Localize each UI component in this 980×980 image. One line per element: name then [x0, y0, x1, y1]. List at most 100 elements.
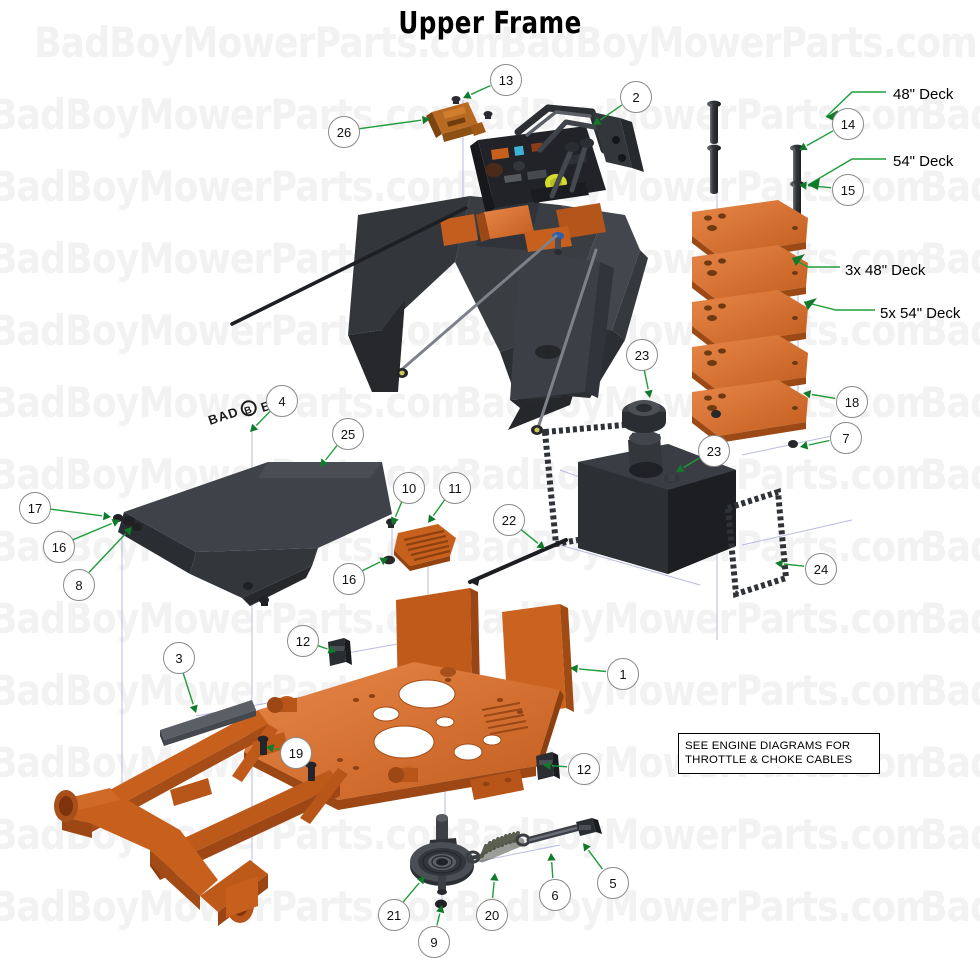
leader-line: [325, 445, 338, 461]
leader-arrowhead: [103, 511, 111, 521]
flat-bar-part3: [160, 700, 256, 746]
text-label-deck54: 54" Deck: [893, 153, 954, 170]
leader-arrowhead: [570, 664, 578, 673]
callout-bubble-25[interactable]: 25: [332, 418, 364, 450]
leader-line: [316, 644, 328, 650]
text-label-deck3x48: 3x 48" Deck: [845, 262, 926, 279]
callout-bubble-1[interactable]: 1: [607, 658, 639, 690]
leader-arrowhead: [428, 514, 436, 523]
grille-vent-assembly: [383, 518, 456, 571]
callout-bubble-16[interactable]: 16: [333, 563, 365, 595]
leader-arrowhead: [422, 115, 430, 125]
leader-arrowhead: [436, 905, 445, 914]
callout-bubble-15[interactable]: 15: [832, 174, 864, 206]
callout-bubble-11[interactable]: 11: [439, 472, 471, 504]
leader-arrowhead: [799, 181, 807, 190]
leader-lines: [49, 84, 836, 926]
leader-arrowhead: [543, 761, 551, 770]
leader-line: [811, 393, 836, 400]
label-leaders: [791, 91, 886, 311]
callout-bubble-3[interactable]: 3: [163, 642, 195, 674]
callout-bubble-19[interactable]: 19: [280, 737, 312, 769]
callout-bubble-22[interactable]: 22: [493, 504, 525, 536]
idler-pulley-assembly: [410, 814, 602, 909]
callout-bubble-4[interactable]: 4: [266, 385, 298, 417]
callout-bubble-14[interactable]: 14: [832, 108, 864, 140]
callout-bubble-12[interactable]: 12: [568, 753, 600, 785]
note-line-1: SEE ENGINE DIAGRAMS FOR: [685, 740, 851, 752]
leader-line: [587, 849, 604, 870]
fuel-tank-assembly: [468, 400, 790, 598]
leader-line: [436, 913, 441, 926]
main-upper-frame: [54, 588, 574, 926]
leader-line: [783, 563, 805, 567]
callout-bubble-5[interactable]: 5: [597, 867, 629, 899]
leader-line: [643, 369, 649, 390]
callout-bubble-17[interactable]: 17: [19, 492, 51, 524]
leader-line: [402, 882, 420, 903]
leader-arrowhead: [189, 704, 198, 713]
leader-arrowhead: [490, 873, 499, 881]
callout-bubble-24[interactable]: 24: [805, 553, 837, 585]
leader-line: [578, 668, 607, 673]
leader-line: [519, 528, 539, 544]
leader-arrowhead: [250, 423, 259, 432]
leader-line: [470, 84, 491, 95]
deck-bolts: [707, 100, 804, 224]
leader-arrowhead: [463, 91, 472, 99]
callout-bubble-26[interactable]: 26: [328, 116, 360, 148]
callout-bubble-23[interactable]: 23: [698, 435, 730, 467]
leader-arrowhead: [379, 557, 388, 566]
leader-line: [551, 861, 554, 879]
leader-arrowhead: [266, 744, 275, 753]
leader-line: [491, 881, 495, 899]
leader-arrowhead: [327, 645, 336, 654]
leader-arrowhead: [123, 527, 132, 536]
svg-text:B: B: [243, 405, 253, 418]
leader-line: [806, 130, 834, 147]
leader-arrowhead: [593, 117, 602, 125]
clip-brackets: [328, 638, 560, 780]
leader-line: [394, 501, 403, 517]
callout-bubble-18[interactable]: 18: [836, 386, 868, 418]
leader-arrowhead: [676, 464, 685, 472]
callout-bubble-12[interactable]: 12: [287, 625, 319, 657]
callout-bubble-10[interactable]: 10: [393, 472, 425, 504]
leader-line: [255, 411, 271, 426]
leader-line: [600, 104, 623, 121]
leader-arrowhead: [391, 516, 399, 525]
leader-arrowhead: [644, 389, 653, 398]
frame-bolts-19: [257, 735, 317, 781]
callout-bubble-7[interactable]: 7: [830, 422, 862, 454]
leader-arrowhead: [417, 876, 425, 885]
callout-bubble-23[interactable]: 23: [626, 339, 658, 371]
leader-line: [808, 439, 830, 446]
leader-line: [49, 508, 103, 517]
leader-arrowhead: [111, 519, 120, 527]
callout-bubble-9[interactable]: 9: [418, 926, 450, 958]
leader-line: [683, 457, 700, 469]
leader-line: [182, 671, 194, 705]
leader-arrowhead: [547, 853, 556, 861]
callout-bubble-13[interactable]: 13: [490, 64, 522, 96]
leader-arrowhead: [799, 142, 808, 150]
callout-bubble-16[interactable]: 16: [43, 531, 75, 563]
page-title: Upper Frame: [398, 6, 582, 41]
callout-bubble-8[interactable]: 8: [63, 569, 95, 601]
text-label-deck5x54: 5x 54" Deck: [880, 305, 961, 322]
note-line-2: THROTTLE & CHOKE CABLES: [685, 754, 853, 766]
leader-arrowheads: [103, 91, 812, 914]
callout-bubble-21[interactable]: 21: [378, 899, 410, 931]
leader-line: [88, 533, 127, 573]
callout-bubble-20[interactable]: 20: [476, 899, 508, 931]
leader-arrowhead: [583, 843, 591, 852]
leader-arrowhead: [803, 390, 812, 399]
leader-line: [72, 522, 112, 541]
callout-bubble-6[interactable]: 6: [539, 879, 571, 911]
deck-spacer-plates: [692, 200, 808, 448]
callout-bubble-2[interactable]: 2: [620, 81, 652, 113]
leader-arrowhead: [775, 559, 783, 568]
